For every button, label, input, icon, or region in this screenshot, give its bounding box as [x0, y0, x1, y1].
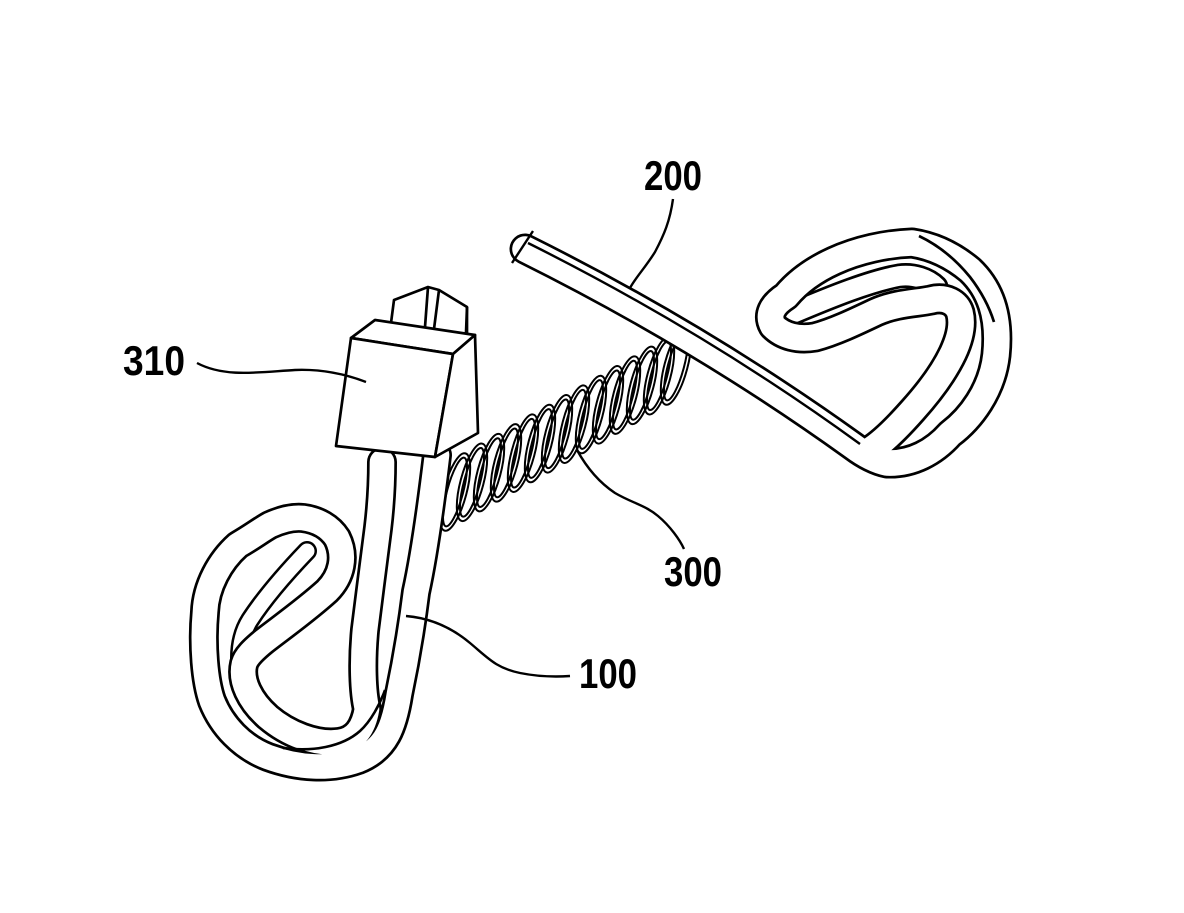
svg-text:200: 200	[644, 152, 702, 199]
svg-text:300: 300	[664, 548, 722, 595]
svg-text:100: 100	[579, 650, 637, 697]
svg-text:310: 310	[123, 337, 185, 384]
